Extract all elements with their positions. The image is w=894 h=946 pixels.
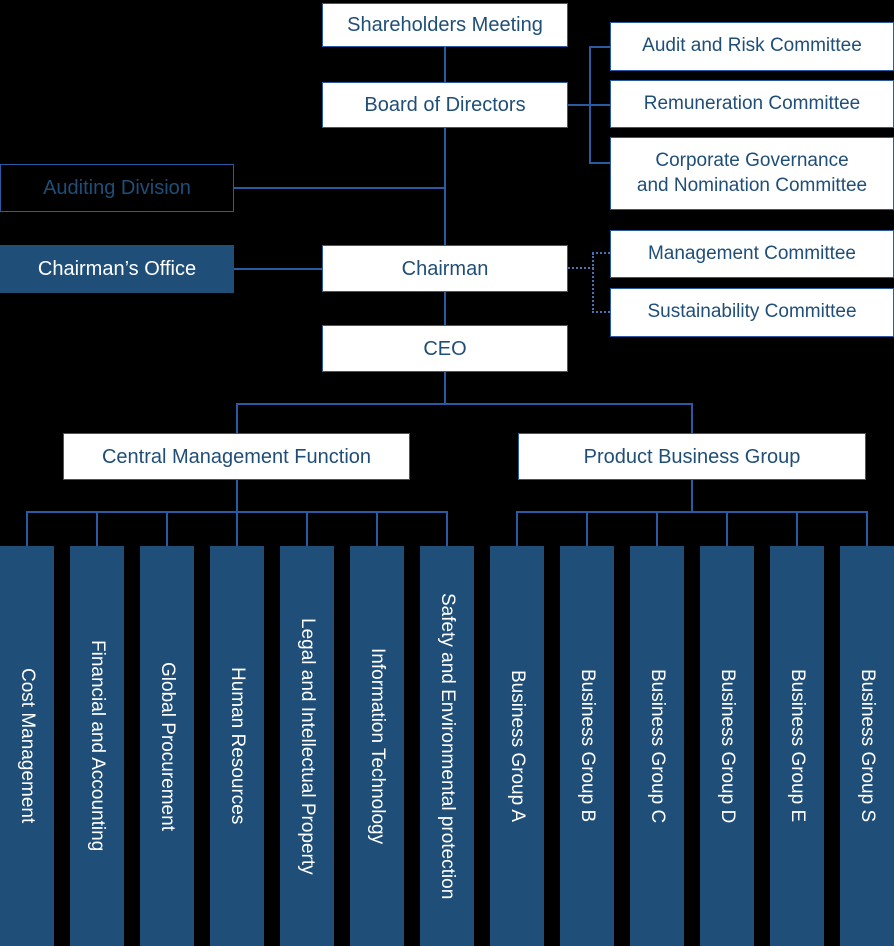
column-business-group-a: Business Group A (490, 546, 544, 946)
connector-ceo-down (444, 372, 446, 404)
connector-pbg-drop (691, 403, 693, 433)
node-corporate-governance-and-nomination-committee: Corporate Governance and Nomination Comm… (610, 137, 894, 210)
node-product-business-group: Product Business Group (518, 433, 866, 480)
connector-cmf-drop (236, 403, 238, 433)
connector-chairmans-office (234, 268, 322, 270)
connector-cmf-children-drop (236, 480, 238, 512)
connector-col-stub-1 (26, 511, 28, 547)
connector-col-stub-12 (796, 511, 798, 547)
column-human-resources: Human Resources (210, 546, 264, 946)
connector-col-stub-5 (306, 511, 308, 547)
connector-col-stub-8 (516, 511, 518, 547)
column-cost-management: Cost Management (0, 546, 54, 946)
connector-pbg-children-drop (691, 480, 693, 512)
connector-auditing-division (234, 187, 446, 189)
node-board-of-directors: Board of Directors (322, 82, 568, 128)
connector-col-stub-7 (446, 511, 448, 547)
connector-sustainability-committee-stub (592, 311, 610, 313)
connector-groups-h (236, 403, 693, 405)
connector-col-stub-11 (726, 511, 728, 547)
connector-col-stub-6 (376, 511, 378, 547)
node-sustainability-committee: Sustainability Committee (610, 288, 894, 337)
connector-col-stub-9 (586, 511, 588, 547)
connector-col-stub-3 (166, 511, 168, 547)
connector-col-stub-2 (96, 511, 98, 547)
column-business-group-s: Business Group S (840, 546, 894, 946)
column-business-group-b: Business Group B (560, 546, 614, 946)
node-central-management-function: Central Management Function (63, 433, 410, 480)
column-legal-and-intellectual-property: Legal and Intellectual Property (280, 546, 334, 946)
node-management-committee: Management Committee (610, 230, 894, 278)
connector-col-stub-13 (866, 511, 868, 547)
column-financial-and-accounting: Financial and Accounting (70, 546, 124, 946)
connector-board-committees-v (589, 46, 591, 164)
connector-audit-committee-stub (589, 46, 610, 48)
node-remuneration-committee: Remuneration Committee (610, 80, 894, 128)
column-global-procurement: Global Procurement (140, 546, 194, 946)
node-audit-and-risk-committee: Audit and Risk Committee (610, 22, 894, 71)
column-business-group-d: Business Group D (700, 546, 754, 946)
column-safety-and-environmental-protection: Safety and Environmental protection (420, 546, 474, 946)
connector-chairman-committees-h (568, 267, 594, 269)
connector-chairman-ceo (444, 292, 446, 325)
connector-management-committee-stub (592, 252, 610, 254)
node-auditing-division: Auditing Division (0, 164, 234, 212)
connector-col-stub-10 (656, 511, 658, 547)
node-chairmans-office: Chairman’s Office (0, 245, 234, 293)
node-ceo: CEO (322, 325, 568, 372)
connector-col-stub-4 (236, 511, 238, 547)
connector-pbg-children-h (516, 511, 868, 513)
column-information-technology: Information Technology (350, 546, 404, 946)
column-business-group-e: Business Group E (770, 546, 824, 946)
connector-shareholders-board (444, 47, 446, 83)
connector-chairman-committees-v (592, 253, 594, 313)
column-business-group-c: Business Group C (630, 546, 684, 946)
node-shareholders-meeting: Shareholders Meeting (322, 3, 568, 47)
node-chairman: Chairman (322, 245, 568, 292)
connector-governance-committee-stub (589, 162, 610, 164)
